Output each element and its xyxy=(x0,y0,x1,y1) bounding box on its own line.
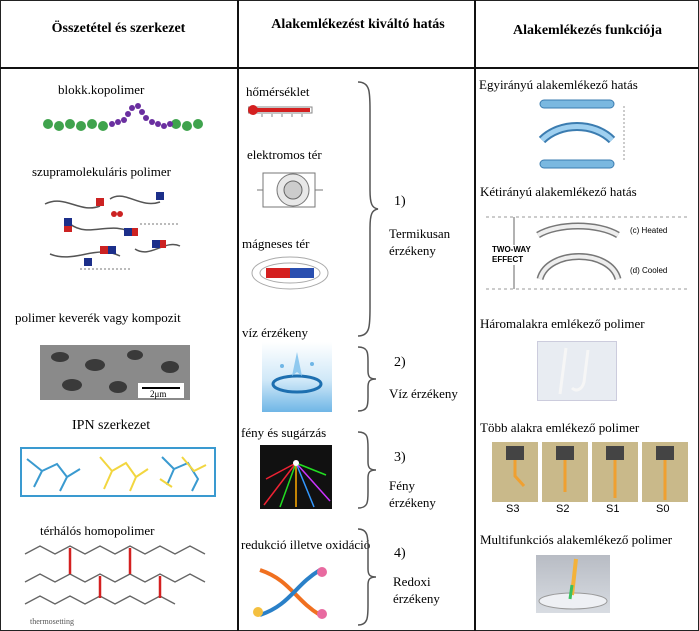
group1-number: 1) xyxy=(394,194,406,209)
scale-bar-label: 2μm xyxy=(150,389,167,399)
supramolecular-image xyxy=(40,184,190,274)
two-way-label: Kétirányú alakemlékező hatás xyxy=(480,184,637,199)
light-label: fény és sugárzás xyxy=(241,425,327,440)
magnetic-label: mágneses tér xyxy=(242,236,310,251)
group2-label: Víz érzékeny xyxy=(389,386,458,401)
one-way-label: Egyirányú alakemlékező hatás xyxy=(479,77,638,92)
two-way-image: TWO-WAY EFFECT (c) Heated (d) Cooled xyxy=(478,205,696,293)
group3-number: 3) xyxy=(394,450,406,465)
s0-label: S0 xyxy=(656,503,670,515)
block-copolymer-image xyxy=(40,100,210,134)
group3-label: Fény érzékeny xyxy=(389,478,436,510)
header-composition: Összetétel és szerkezet xyxy=(51,21,186,36)
group4-number: 4) xyxy=(394,546,406,561)
thermometer-icon xyxy=(248,104,318,118)
multi-shape-image: S3 S2 S1 S0 xyxy=(492,442,692,515)
s2-label: S2 xyxy=(556,503,570,515)
one-way-image xyxy=(530,96,640,172)
header-trigger: Alakemlékezést kiváltó hatás xyxy=(271,17,445,32)
magnet-icon xyxy=(250,256,330,290)
triple-shape-image xyxy=(537,341,617,401)
header-divider xyxy=(0,67,699,69)
multifunction-label: Multifunkciós alakemlékező polimer xyxy=(480,532,673,547)
column-divider-2 xyxy=(474,0,476,631)
multi-shape-label: Több alakra emlékező polimer xyxy=(480,420,640,435)
heated-label: (c) Heated xyxy=(630,226,668,235)
triple-shape-label: Háromalakra emlékező polimer xyxy=(480,316,645,331)
homopolymer-label: térhálós homopolimer xyxy=(40,523,155,538)
water-label: víz érzékeny xyxy=(242,325,309,340)
water-splash-image xyxy=(262,342,332,412)
redox-image xyxy=(250,560,330,624)
group1-label: Termikusan érzékeny xyxy=(389,226,451,258)
brace-group-4 xyxy=(356,527,380,627)
group4-label: Redoxi érzékeny xyxy=(393,574,440,606)
multifunction-image xyxy=(536,555,610,613)
supramolecular-label: szupramolekuláris polimer xyxy=(32,164,171,179)
cooled-label: (d) Cooled xyxy=(630,266,668,275)
s1-label: S1 xyxy=(606,503,620,515)
two-way-effect-label: TWO-WAY EFFECT xyxy=(492,245,532,265)
block-copolymer-label: blokk.kopolimer xyxy=(58,82,145,97)
header-function: Alakemlékezés funkciója xyxy=(513,23,662,38)
group2-number: 2) xyxy=(394,355,406,370)
brace-group-2 xyxy=(356,345,380,413)
ipn-label: IPN szerkezet xyxy=(72,418,151,433)
homopolymer-image: thermosetting xyxy=(20,542,220,626)
column-divider-1 xyxy=(237,0,239,631)
thermosetting-label: thermosetting xyxy=(30,617,74,626)
brace-group-1 xyxy=(356,80,380,338)
temperature-label: hőmérséklet xyxy=(246,84,310,99)
light-beams-image xyxy=(260,445,332,509)
electric-label: elektromos tér xyxy=(247,147,322,162)
blend-label: polimer keverék vagy kompozit xyxy=(15,310,181,325)
redox-label: redukció illetve oxidáció xyxy=(241,537,371,552)
s3-label: S3 xyxy=(506,503,520,515)
brace-group-3 xyxy=(356,430,380,510)
blend-micrograph: 2μm xyxy=(40,345,190,400)
electric-field-icon xyxy=(257,165,325,215)
ipn-image xyxy=(20,447,216,497)
